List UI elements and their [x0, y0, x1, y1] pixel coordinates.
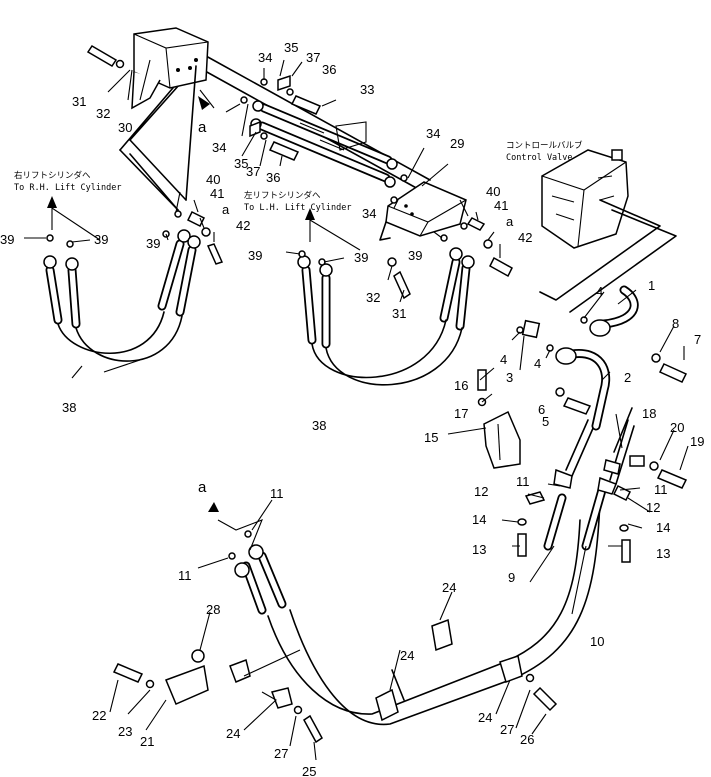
callout: 27 [274, 746, 288, 761]
callout: 39 [0, 232, 14, 247]
callout: 24 [226, 726, 240, 741]
callout: 11 [516, 474, 530, 489]
callout: 12 [474, 484, 488, 499]
callout: 2 [624, 370, 631, 385]
callout: 13 [472, 542, 486, 557]
callout: 9 [508, 570, 515, 585]
callout: 20 [670, 420, 684, 435]
lh-note-jp: 左リフトシリンダへ [244, 190, 321, 201]
callout: 30 [118, 120, 132, 135]
callout: 31 [72, 94, 86, 109]
callout: 41 [494, 198, 508, 213]
clamps-brackets [165, 410, 523, 722]
callout: 23 [118, 724, 132, 739]
lower-hose-assembly [234, 419, 635, 726]
leader-lines [24, 59, 689, 761]
callout: 11 [178, 568, 192, 583]
callout: 32 [366, 290, 380, 305]
callout: 24 [442, 580, 456, 595]
hoses-33 [250, 100, 398, 188]
right-bracket [379, 181, 467, 241]
callout: 28 [206, 602, 220, 617]
callout: 13 [656, 546, 670, 561]
control-valve [539, 149, 677, 313]
callout: 35 [234, 156, 248, 171]
callout: 5 [542, 414, 549, 429]
callout: 3 [506, 370, 513, 385]
callout: 19 [690, 434, 704, 449]
callout: 21 [140, 734, 154, 749]
rh-note-en: To R.H. Lift Cylinder [14, 183, 121, 193]
callout: 40 [486, 184, 500, 199]
callout: 39 [248, 248, 262, 263]
callout: 4 [534, 356, 541, 371]
callout: 36 [266, 170, 280, 185]
callout: 32 [96, 106, 110, 121]
left-hose-assembly [43, 65, 201, 379]
callout: 40 [206, 172, 220, 187]
callout: 37 [306, 50, 320, 65]
callout: 33 [360, 82, 374, 97]
callout: 14 [656, 520, 670, 535]
callout: 34 [258, 50, 272, 65]
callout: 39 [354, 250, 368, 265]
callout: 39 [408, 248, 422, 263]
callout: 26 [520, 732, 534, 747]
callout: 4 [500, 352, 507, 367]
callout: 16 [454, 378, 468, 393]
callout: 42 [518, 230, 532, 245]
callout: 39 [146, 236, 160, 251]
callout: a [506, 214, 514, 229]
callout: a [222, 202, 230, 217]
ref-mark-a-bottom: a [198, 479, 207, 496]
ref-mark-a-top: a [198, 119, 207, 136]
callout: 11 [270, 486, 284, 501]
callout: 7 [694, 332, 701, 347]
direction-arrows [47, 96, 315, 512]
lh-note-en: To L.H. Lift Cylinder [244, 203, 351, 213]
callout: 1 [648, 278, 655, 293]
callout: 10 [590, 634, 604, 649]
callouts: 1 2 3 4 4 4 5 6 7 8 9 10 11 11 11 11 12 … [0, 40, 704, 777]
callout: 34 [362, 206, 376, 221]
callout: 38 [312, 418, 326, 433]
callout: 35 [284, 40, 298, 55]
callout: 38 [62, 400, 76, 415]
callout: 15 [424, 430, 438, 445]
rh-note-jp: 右リフトシリンダへ [14, 170, 91, 181]
callout: 39 [94, 232, 108, 247]
hardware-bolts [46, 44, 688, 744]
callout: 22 [92, 708, 106, 723]
callout: 42 [236, 218, 250, 233]
callout: 41 [210, 186, 224, 201]
callout: 24 [478, 710, 492, 725]
control-valve-note-en: Control Valve [506, 153, 573, 163]
control-valve-note-jp: コントロールバルブ [506, 140, 583, 151]
callout: 11 [654, 482, 668, 497]
callout: 14 [472, 512, 486, 527]
callout: 25 [302, 764, 316, 777]
callout: 8 [672, 316, 679, 331]
callout: 17 [454, 406, 468, 421]
callout: 24 [400, 648, 414, 663]
callout: 27 [500, 722, 514, 737]
callout: 31 [392, 306, 406, 321]
callout: 34 [212, 140, 226, 155]
callout: 6 [538, 402, 545, 417]
callout: 29 [450, 136, 464, 151]
callout: 36 [322, 62, 336, 77]
middle-hose-assembly [297, 247, 475, 386]
callout: 4 [596, 284, 603, 299]
top-frame [119, 27, 431, 211]
callout: 37 [246, 164, 260, 179]
pipes-1-2 [521, 285, 645, 475]
callout: 12 [646, 500, 660, 515]
callout: 34 [426, 126, 440, 141]
callout: 18 [642, 406, 656, 421]
